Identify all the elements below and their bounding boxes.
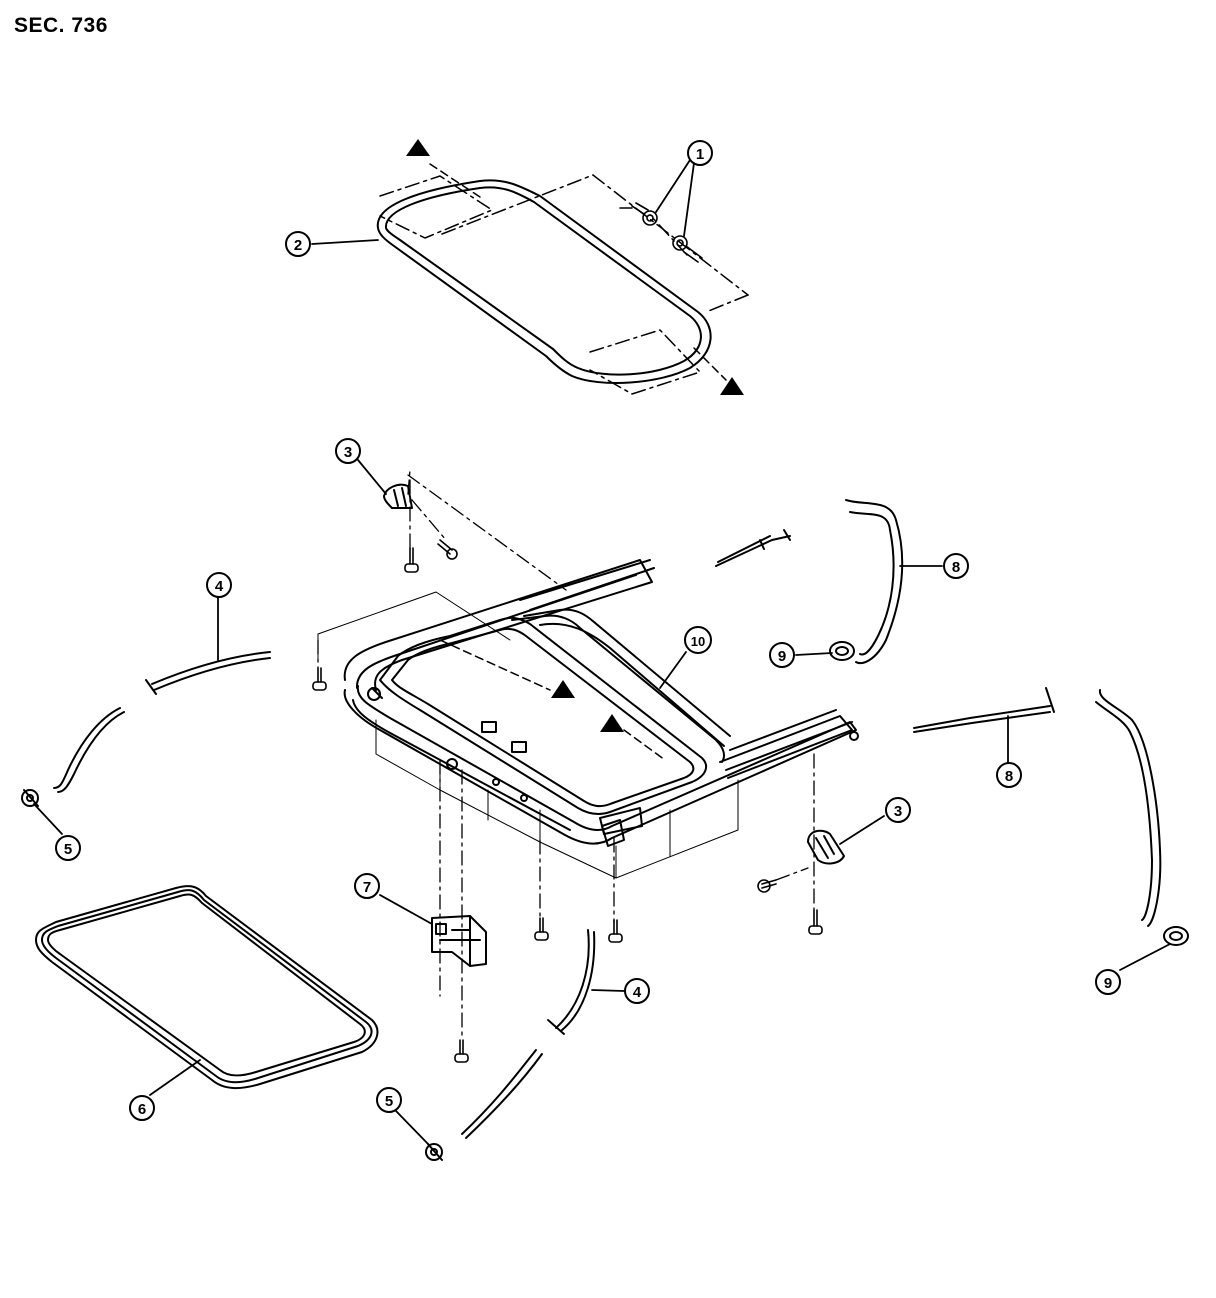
callout-7-label: 7 [363, 879, 371, 896]
marker-leaders [429, 163, 727, 761]
drain-hose-right [913, 687, 1162, 927]
hose-clip-lower [425, 1143, 443, 1161]
callout-4b: 4 [624, 978, 650, 1004]
mounting-screws [312, 539, 823, 1063]
callout-6: 6 [129, 1095, 155, 1121]
screw-f [454, 1039, 469, 1063]
callout-3b-label: 3 [894, 803, 902, 820]
glass-lid [376, 179, 712, 384]
callout-2: 2 [285, 231, 311, 257]
callout-6-label: 6 [138, 1101, 146, 1118]
callout-9a-label: 9 [778, 648, 786, 665]
frame-reference-lines [317, 469, 815, 1041]
callout-9b-label: 9 [1104, 975, 1112, 992]
alignment-triangle-markers [406, 139, 744, 732]
screw-c [534, 917, 549, 941]
callout-1: 1 [687, 140, 713, 166]
callout-5a-label: 5 [64, 841, 72, 858]
callout-4b-label: 4 [633, 984, 642, 1001]
callout-5b-label: 5 [385, 1093, 393, 1110]
screw-g [437, 539, 458, 560]
callout-4a: 4 [206, 572, 232, 598]
callout-5b: 5 [376, 1087, 402, 1113]
hose-clip-left [21, 789, 39, 807]
screw-e [808, 909, 823, 935]
rear-drain-bracket-right [807, 829, 845, 865]
screw-a [404, 547, 419, 573]
frame-drain-box-outline [317, 591, 739, 879]
callout-1-label: 1 [696, 146, 704, 163]
glass-reference-lines [379, 174, 749, 395]
glass-mounting-bolts [631, 202, 703, 263]
rear-drain-bracket-left [383, 483, 413, 509]
screw-b [312, 667, 327, 691]
drain-hose-left [715, 499, 904, 665]
callout-2-label: 2 [294, 237, 302, 254]
drain-tube-lower [461, 929, 596, 1139]
callout-7: 7 [354, 873, 380, 899]
section-label: SEC. 736 [14, 14, 108, 37]
callout-8b-label: 8 [1005, 768, 1013, 785]
callout-4a-label: 4 [215, 578, 224, 595]
callout-3a: 3 [335, 438, 361, 464]
callout-5a: 5 [55, 835, 81, 861]
callout-8a-label: 8 [952, 559, 960, 576]
callout-8b: 8 [996, 762, 1022, 788]
screw-d [608, 919, 623, 943]
callout-3a-label: 3 [344, 444, 352, 461]
weatherstrip-seal [35, 885, 379, 1090]
callout-3b: 3 [885, 797, 911, 823]
screw-h [757, 879, 777, 893]
callout-8a: 8 [943, 553, 969, 579]
motor-bracket [431, 915, 487, 967]
grommet-right [1163, 926, 1189, 946]
grommet-left [829, 641, 855, 661]
drain-tube-upper-left [53, 651, 271, 793]
leader-lines [33, 159, 1171, 1147]
callout-10: 10 [684, 626, 712, 654]
callout-10-label: 10 [691, 634, 705, 649]
callout-9a: 9 [769, 642, 795, 668]
sunroof-frame-assembly [343, 559, 859, 847]
callout-9b: 9 [1095, 969, 1121, 995]
